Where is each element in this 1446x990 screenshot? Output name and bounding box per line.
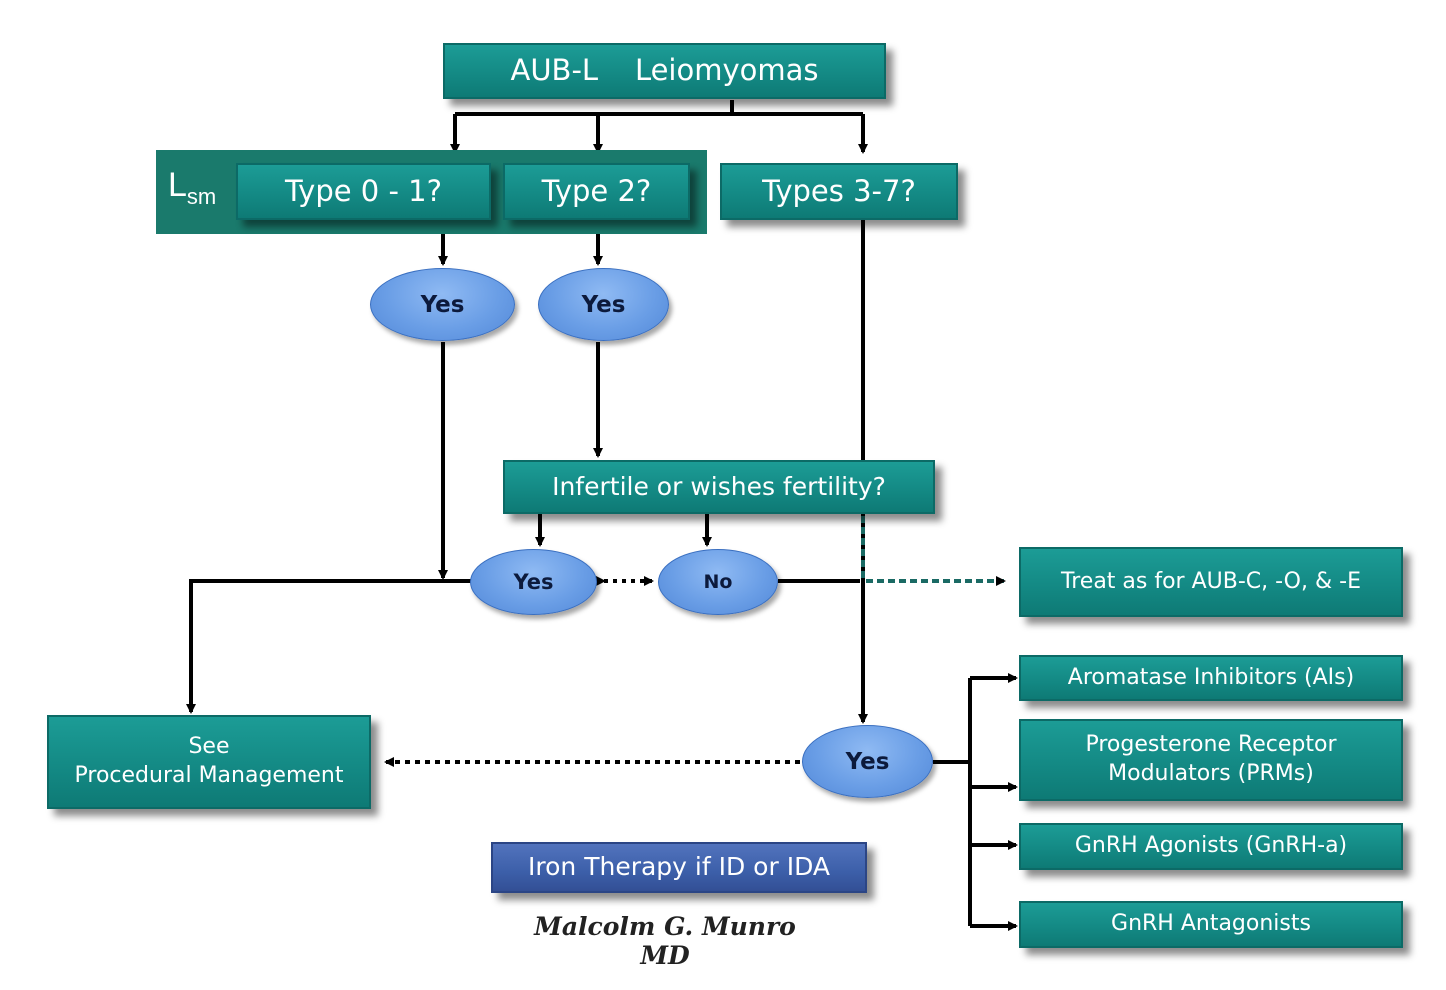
iron-therapy-box: Iron Therapy if ID or IDA: [491, 842, 867, 893]
yes-oval-type01: Yes: [370, 268, 515, 341]
fertility-box: Infertile or wishes fertility?: [503, 460, 935, 514]
yes-oval-types37: Yes: [802, 725, 933, 798]
yes-oval-fertility: Yes: [470, 549, 597, 615]
lsm-main: L: [168, 166, 187, 204]
yes-oval-type2-text: Yes: [581, 291, 626, 318]
prms-text-line1: Progesterone Receptor: [1085, 732, 1337, 758]
ais-box: Aromatase Inhibitors (AIs): [1019, 655, 1403, 701]
types37-box: Types 3-7?: [720, 163, 958, 220]
no-oval-fertility: No: [658, 549, 778, 615]
arrow-to-procedural: [186, 579, 472, 714]
ais-text: Aromatase Inhibitors (AIs): [1067, 664, 1355, 690]
yes-oval-fertility-text: Yes: [513, 570, 554, 594]
types37-text: Types 3-7?: [762, 173, 916, 208]
procedural-box: See Procedural Management: [47, 715, 371, 809]
gnrh-antagonists-text: GnRH Antagonists: [1111, 911, 1311, 937]
yes-oval-types37-text: Yes: [845, 748, 890, 775]
yes-oval-type01-text: Yes: [420, 291, 465, 318]
title-box: AUB-L Leiomyomas: [443, 43, 886, 99]
lsm-sub: sm: [186, 184, 217, 209]
iron-therapy-text: Iron Therapy if ID or IDA: [528, 852, 830, 882]
type2-box: Type 2?: [503, 163, 690, 220]
gnrh-agonists-text: GnRH Agonists (GnRH-a): [1074, 833, 1348, 859]
fertility-text: Infertile or wishes fertility?: [552, 471, 886, 501]
lsm-label: Lsm: [168, 166, 216, 210]
gnrh-agonists-box: GnRH Agonists (GnRH-a): [1019, 823, 1403, 870]
type01-box: Type 0 - 1?: [236, 163, 491, 220]
prms-box: Progesterone Receptor Modulators (PRMs): [1019, 719, 1403, 801]
gnrh-antagonists-box: GnRH Antagonists: [1019, 901, 1403, 948]
author-signature: Malcolm G. Munro MD: [520, 912, 810, 970]
type01-text: Type 0 - 1?: [284, 173, 443, 208]
type2-text: Type 2?: [541, 173, 652, 208]
no-oval-fertility-text: No: [703, 571, 733, 593]
treat-box: Treat as for AUB-C, -O, & -E: [1019, 547, 1403, 617]
treat-text: Treat as for AUB-C, -O, & -E: [1061, 568, 1361, 594]
title-text: AUB-L Leiomyomas: [510, 53, 819, 88]
prms-text-line2: Modulators (PRMs): [1108, 761, 1314, 786]
procedural-text-line2: Procedural Management: [74, 763, 344, 788]
yes-oval-type2: Yes: [538, 268, 669, 341]
signature-text: Malcolm G. Munro MD: [534, 912, 796, 970]
procedural-text-line1: See: [188, 734, 230, 760]
